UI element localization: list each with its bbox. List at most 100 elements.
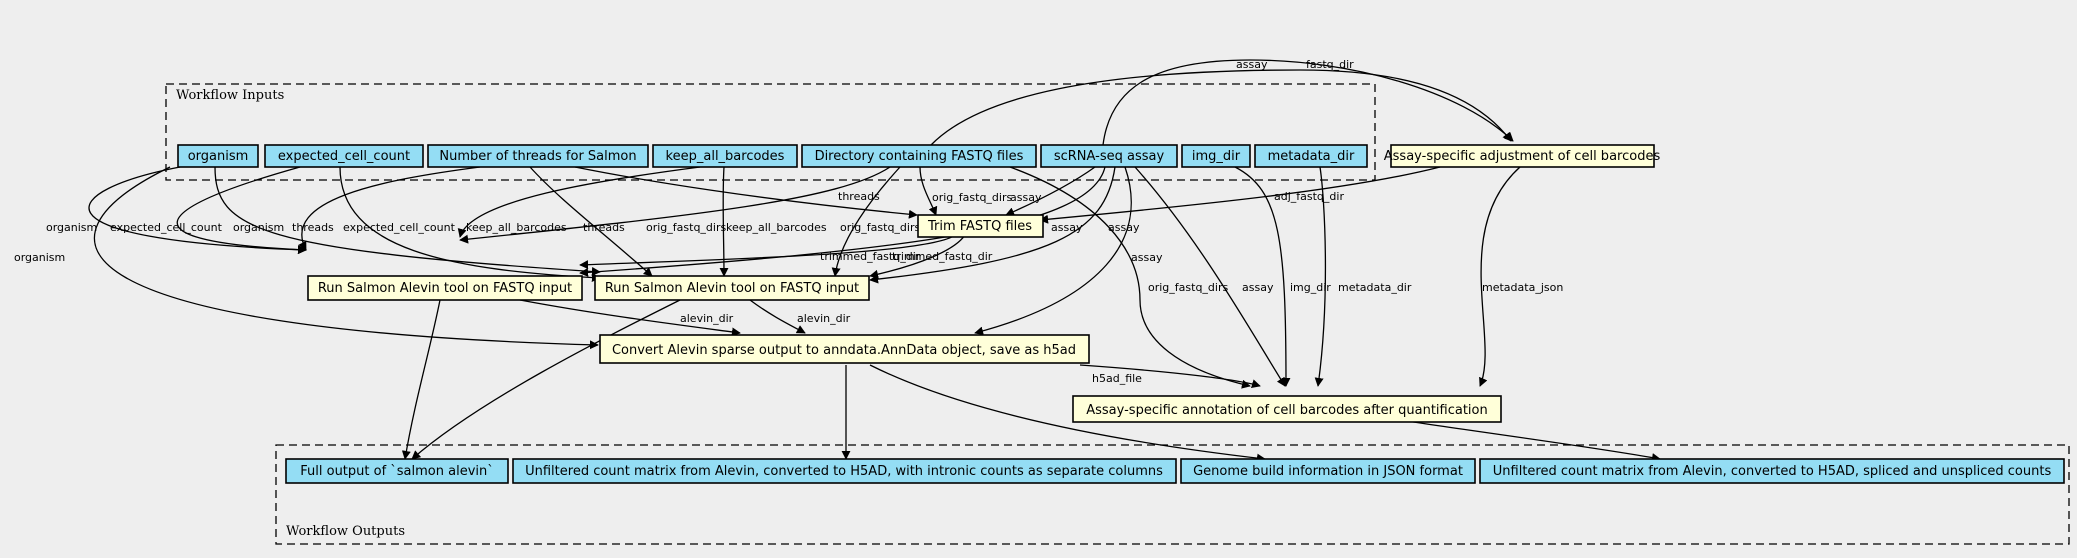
output-genome-build[interactable]: Genome build information in JSON format <box>1180 458 1476 484</box>
edge-imgdir-annotate <box>1234 166 1291 387</box>
edge-salmon1-out <box>401 299 441 460</box>
edge-label-threads-s1: threads <box>292 221 334 234</box>
edge-assay-adjust <box>1102 59 1514 146</box>
edge-label-kab-s2: keep_all_barcodes <box>726 221 827 234</box>
step-annotate-barcodes-label: Assay-specific annotation of cell barcod… <box>1086 403 1488 418</box>
edge-fastqdir-annotate <box>1009 166 1251 389</box>
edge-label-assay-s1: assay <box>1051 221 1083 234</box>
edges: assay fastq_dir threads orig_fastq_dirs … <box>14 58 1661 463</box>
step-salmon-alevin-2-label: Run Salmon Alevin tool on FASTQ input <box>605 281 859 296</box>
step-salmon-alevin-1[interactable]: Run Salmon Alevin tool on FASTQ input <box>307 275 583 301</box>
edge-label-orig-fastq-s2: orig_fastq_dirs <box>840 221 920 234</box>
workflow-inputs-cluster: Workflow Inputs <box>165 83 1376 181</box>
edge-label-organism-convert: organism <box>14 251 65 264</box>
edge-label-assay-s2: assay <box>1108 221 1140 234</box>
input-fastq-dir[interactable]: Directory containing FASTQ files <box>801 144 1037 168</box>
edge-adjust-annotate <box>1479 166 1521 387</box>
edge-label-assay-annotate: assay <box>1242 281 1274 294</box>
edge-label-fastq-dir: fastq_dir <box>1306 58 1354 71</box>
edge-fastqdir-adjust <box>930 69 1512 146</box>
input-threads[interactable]: Number of threads for Salmon <box>427 144 649 168</box>
edge-label-metadata-dir: metadata_dir <box>1338 281 1412 294</box>
edge-salmon2-out <box>411 299 681 460</box>
input-expected-cell-count-label: expected_cell_count <box>278 149 410 164</box>
edge-label-ecc-s1: expected_cell_count <box>110 221 223 234</box>
edge-kab-salmon2 <box>719 166 729 277</box>
edge-trim-salmon2 <box>869 234 966 279</box>
input-fastq-dir-label: Directory containing FASTQ files <box>815 149 1024 164</box>
output-salmon-full-label: Full output of `salmon alevin` <box>300 464 494 479</box>
workflow-inputs-label: Workflow Inputs <box>176 88 284 103</box>
edge-label-adj-fastq: adj_fastq_dir <box>1274 190 1344 203</box>
step-trim-fastq-label: Trim FASTQ files <box>927 219 1032 234</box>
step-adjust-barcodes-label: Assay-specific adjustment of cell barcod… <box>1384 149 1661 164</box>
workflow-outputs-cluster: Workflow Outputs <box>275 444 2070 545</box>
edge-threads-trim <box>574 166 918 219</box>
edge-convert-genome <box>869 364 1266 463</box>
step-salmon-alevin-2[interactable]: Run Salmon Alevin tool on FASTQ input <box>594 275 870 301</box>
input-organism[interactable]: organism <box>177 144 259 168</box>
input-keep-all-barcodes-label: keep_all_barcodes <box>666 149 785 164</box>
input-assay-label: scRNA-seq assay <box>1054 149 1165 164</box>
step-annotate-barcodes[interactable]: Assay-specific annotation of cell barcod… <box>1072 395 1502 423</box>
input-keep-all-barcodes[interactable]: keep_all_barcodes <box>652 144 798 168</box>
output-genome-build-label: Genome build information in JSON format <box>1193 464 1463 479</box>
input-img-dir-label: img_dir <box>1192 149 1241 164</box>
step-adjust-barcodes[interactable]: Assay-specific adjustment of cell barcod… <box>1384 144 1661 168</box>
edge-fastqdir-salmon2 <box>831 166 901 277</box>
output-salmon-full[interactable]: Full output of `salmon alevin` <box>285 458 509 484</box>
input-metadata-dir[interactable]: metadata_dir <box>1254 144 1368 168</box>
input-organism-label: organism <box>188 149 249 164</box>
edge-organism-salmon1 <box>88 166 307 255</box>
edge-label-metadata-json: metadata_json <box>1482 281 1563 294</box>
edge-label-alevin-s2: alevin_dir <box>797 312 851 325</box>
edge-assay-salmon2 <box>869 166 1116 284</box>
step-convert-anndata[interactable]: Convert Alevin sparse output to anndata.… <box>599 334 1090 364</box>
edge-label-trimmed-s2: trimmed_fastq_dir <box>892 250 993 263</box>
edge-adjust-trim <box>1039 166 1441 224</box>
edge-label-organism-s1: organism <box>46 221 97 234</box>
edge-label-assay-top: assay <box>1236 58 1268 71</box>
edge-label-ecc-s2: expected_cell_count <box>343 221 456 234</box>
edge-assay-convert <box>974 166 1132 336</box>
edge-label-img-dir: img_dir <box>1290 281 1331 294</box>
edge-organism-salmon2 <box>214 166 601 276</box>
input-img-dir[interactable]: img_dir <box>1181 144 1251 168</box>
edge-label-assay-convert: assay <box>1131 251 1163 264</box>
edge-label-orig-fastq-trim: orig_fastq_dirs <box>932 191 1012 204</box>
input-nodes: organism expected_cell_count Number of t… <box>177 144 1368 168</box>
edge-threads-salmon1 <box>298 166 481 251</box>
edge-kab-salmon1 <box>457 166 701 238</box>
step-trim-fastq[interactable]: Trim FASTQ files <box>917 214 1044 238</box>
output-intronic-matrix-label: Unfiltered count matrix from Alevin, con… <box>525 464 1163 479</box>
edge-label-assay-trim: assay <box>1010 191 1042 204</box>
edge-label-organism-s2: organism <box>233 221 284 234</box>
input-assay[interactable]: scRNA-seq assay <box>1040 144 1178 168</box>
edge-assay-annotate <box>1134 166 1286 387</box>
edge-metadatadir-annotate <box>1314 166 1327 387</box>
edge-label-kab-s1: keep_all_barcodes <box>466 221 567 234</box>
input-expected-cell-count[interactable]: expected_cell_count <box>264 144 424 168</box>
output-intronic-matrix[interactable]: Unfiltered count matrix from Alevin, con… <box>512 458 1177 484</box>
edge-fastqdir-salmon1 <box>459 166 891 244</box>
edge-label-orig-fastq-s1: orig_fastq_dirs <box>646 221 726 234</box>
edge-ecc-salmon2 <box>339 166 601 283</box>
edge-label-h5ad-file: h5ad_file <box>1092 372 1142 385</box>
edge-threads-salmon2 <box>529 166 653 277</box>
step-convert-anndata-label: Convert Alevin sparse output to anndata.… <box>612 343 1076 358</box>
edge-label-orig-fastq-annotate: orig_fastq_dirs <box>1148 281 1228 294</box>
step-nodes: Assay-specific adjustment of cell barcod… <box>307 144 1661 423</box>
edge-salmon1-convert <box>519 299 741 337</box>
output-spliced-matrix-label: Unfiltered count matrix from Alevin, con… <box>1493 464 2052 479</box>
input-threads-label: Number of threads for Salmon <box>439 149 636 164</box>
edge-label-threads-s2: threads <box>583 221 625 234</box>
workflow-outputs-label: Workflow Outputs <box>286 524 405 539</box>
step-salmon-alevin-1-label: Run Salmon Alevin tool on FASTQ input <box>318 281 572 296</box>
output-spliced-matrix[interactable]: Unfiltered count matrix from Alevin, con… <box>1479 458 2065 484</box>
edge-trim-salmon1 <box>579 234 956 270</box>
input-metadata-dir-label: metadata_dir <box>1268 149 1355 164</box>
edge-organism-convert <box>93 166 599 350</box>
output-nodes: Full output of `salmon alevin` Unfiltere… <box>285 458 2065 484</box>
edge-label-threads-trim: threads <box>838 190 880 203</box>
edge-label-alevin-s1: alevin_dir <box>680 312 734 325</box>
